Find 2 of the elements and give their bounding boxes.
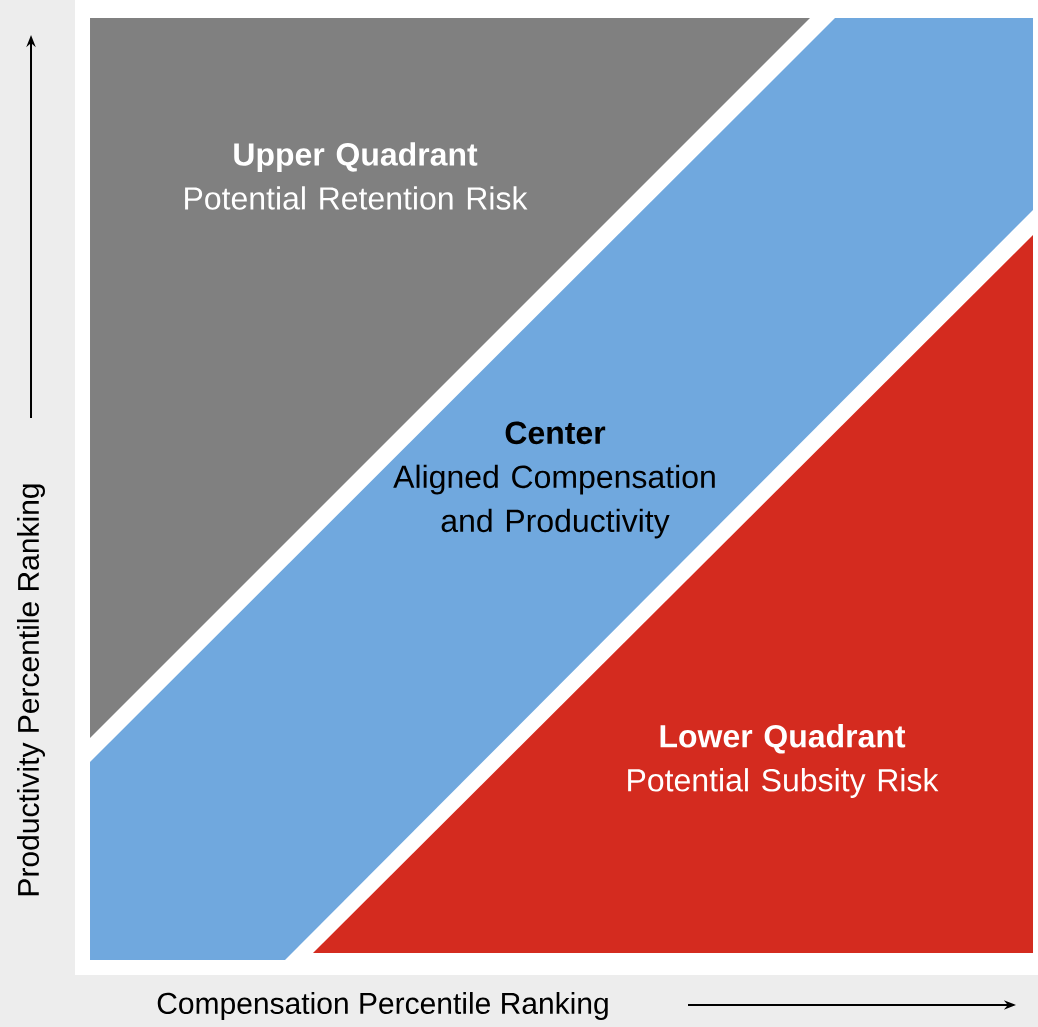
axis-label: Compensation Percentile Ranking — [157, 992, 608, 1020]
axis-label: Productivity Percentile Ranking — [17, 484, 45, 896]
